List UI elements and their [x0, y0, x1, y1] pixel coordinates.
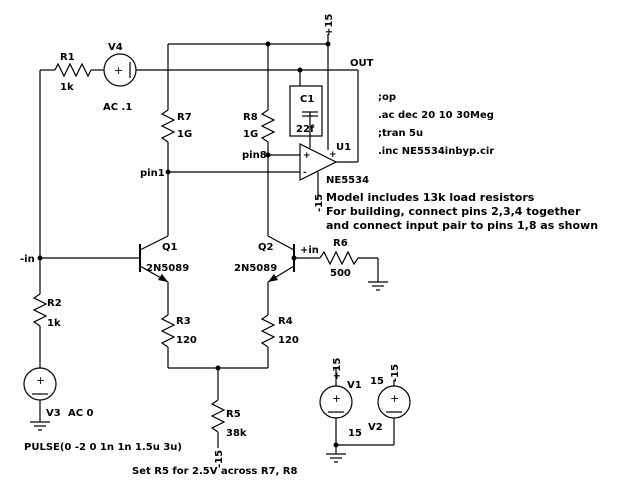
r7-value: 1G — [177, 129, 192, 140]
r5-name: R5 — [226, 409, 241, 420]
vpos-top-label: +15 — [324, 14, 335, 36]
spice-line-ac: .ac dec 20 10 30Meg — [378, 110, 494, 121]
note-model: Model includes 13k load resistors — [326, 191, 535, 204]
v2-plus: + — [390, 392, 399, 405]
v4-plus: + — [114, 64, 123, 77]
v2-source: + V2 15 — [368, 376, 411, 445]
v1-source: + V1 15 — [319, 368, 362, 445]
vneg-u1-label: -15 — [314, 194, 325, 212]
r6-resistor: R6 500 — [319, 238, 388, 291]
c1-value: 22f — [296, 124, 315, 135]
minus-in-label: -in — [20, 254, 35, 265]
r3-value: 120 — [176, 335, 197, 346]
r1-value: 1k — [60, 82, 74, 93]
u1-name: U1 — [336, 142, 351, 153]
r8-resistor: R8 1G — [243, 109, 276, 236]
r6-value: 500 — [330, 268, 351, 279]
r3-name: R3 — [176, 316, 191, 327]
v1-plus: + — [332, 392, 341, 405]
q1-transistor: Q1 2N5089 — [37, 235, 189, 315]
spice-line-inc: .inc NE5534inbyp.cir — [378, 146, 494, 157]
v4-source: + V4 AC .1 — [103, 42, 137, 113]
vneg-v2-label: -15 — [390, 364, 401, 382]
tail-node — [168, 365, 268, 400]
v2-value: 15 — [370, 376, 384, 387]
q1-part: 2N5089 — [146, 263, 189, 274]
out-label: OUT — [350, 58, 374, 69]
v4-name: V4 — [108, 42, 123, 53]
vpos-top-rail — [167, 34, 331, 150]
build-notes: Model includes 13k load resistors For bu… — [326, 191, 598, 232]
u1-vpos-pin: + — [329, 150, 337, 160]
c1-name: C1 — [300, 94, 314, 105]
u1-opamp: + - + U1 NE5534 — [168, 142, 369, 200]
r5-resistor: R5 38k — [210, 399, 247, 448]
u1-part: NE5534 — [326, 175, 369, 186]
q2-part: 2N5089 — [234, 263, 277, 274]
q1-name: Q1 — [162, 242, 178, 253]
spice-line-op: ;op — [378, 92, 396, 103]
feedback-path — [39, 62, 359, 258]
r1-resistor: R1 1k — [60, 52, 75, 93]
r4-resistor: R4 120 — [260, 314, 299, 368]
r3-resistor: R3 120 — [160, 314, 197, 368]
r4-name: R4 — [278, 316, 293, 327]
c1-capacitor: C1 22f — [289, 70, 323, 148]
v3-plus: + — [36, 374, 45, 387]
r7-name: R7 — [177, 112, 192, 123]
v3-source: + V3 AC 0 PULSE(0 -2 0 1n 1n 1.5u 3u) — [23, 367, 182, 453]
plus-in-label: +in — [300, 245, 319, 256]
note-building: For building, connect pins 2,3,4 togethe… — [326, 205, 581, 218]
pin8-label: pin8 — [242, 150, 267, 161]
r4-value: 120 — [278, 335, 299, 346]
r2-name: R2 — [47, 298, 62, 309]
v2-name: V2 — [368, 422, 383, 433]
spice-directives: ;op .ac dec 20 10 30Meg ;tran 5u .inc NE… — [378, 92, 494, 157]
u1-plus-pin: + — [303, 151, 311, 161]
pin1-label: pin1 — [140, 168, 165, 179]
r8-name: R8 — [243, 112, 258, 123]
v3-value: AC 0 — [68, 408, 94, 419]
v3-pulse: PULSE(0 -2 0 1n 1n 1.5u 3u) — [24, 442, 182, 453]
note-r5: Set R5 for 2.5V across R7, R8 — [132, 466, 297, 477]
r2-resistor: R2 1k — [32, 258, 62, 368]
u1-minus-pin: - — [303, 168, 307, 178]
v1-value: 15 — [348, 428, 362, 439]
q2-transistor: Q2 2N5089 — [234, 235, 320, 315]
r1-name: R1 — [60, 52, 75, 63]
v3-name: V3 — [46, 408, 61, 419]
v4-value: AC .1 — [103, 102, 132, 113]
vpos-v1-label: +15 — [332, 358, 343, 380]
v1-name: V1 — [347, 380, 362, 391]
r7-resistor: R7 1G — [160, 109, 192, 236]
q2-name: Q2 — [258, 242, 274, 253]
supply-ground — [326, 442, 394, 463]
r6-name: R6 — [333, 238, 348, 249]
r2-value: 1k — [47, 318, 61, 329]
note-input-pair: and connect input pair to pins 1,8 as sh… — [326, 219, 598, 232]
r5-value: 38k — [226, 428, 247, 439]
spice-line-tran: ;tran 5u — [378, 128, 423, 139]
vneg-r5-label: -15 — [214, 450, 225, 468]
r8-value: 1G — [243, 129, 258, 140]
